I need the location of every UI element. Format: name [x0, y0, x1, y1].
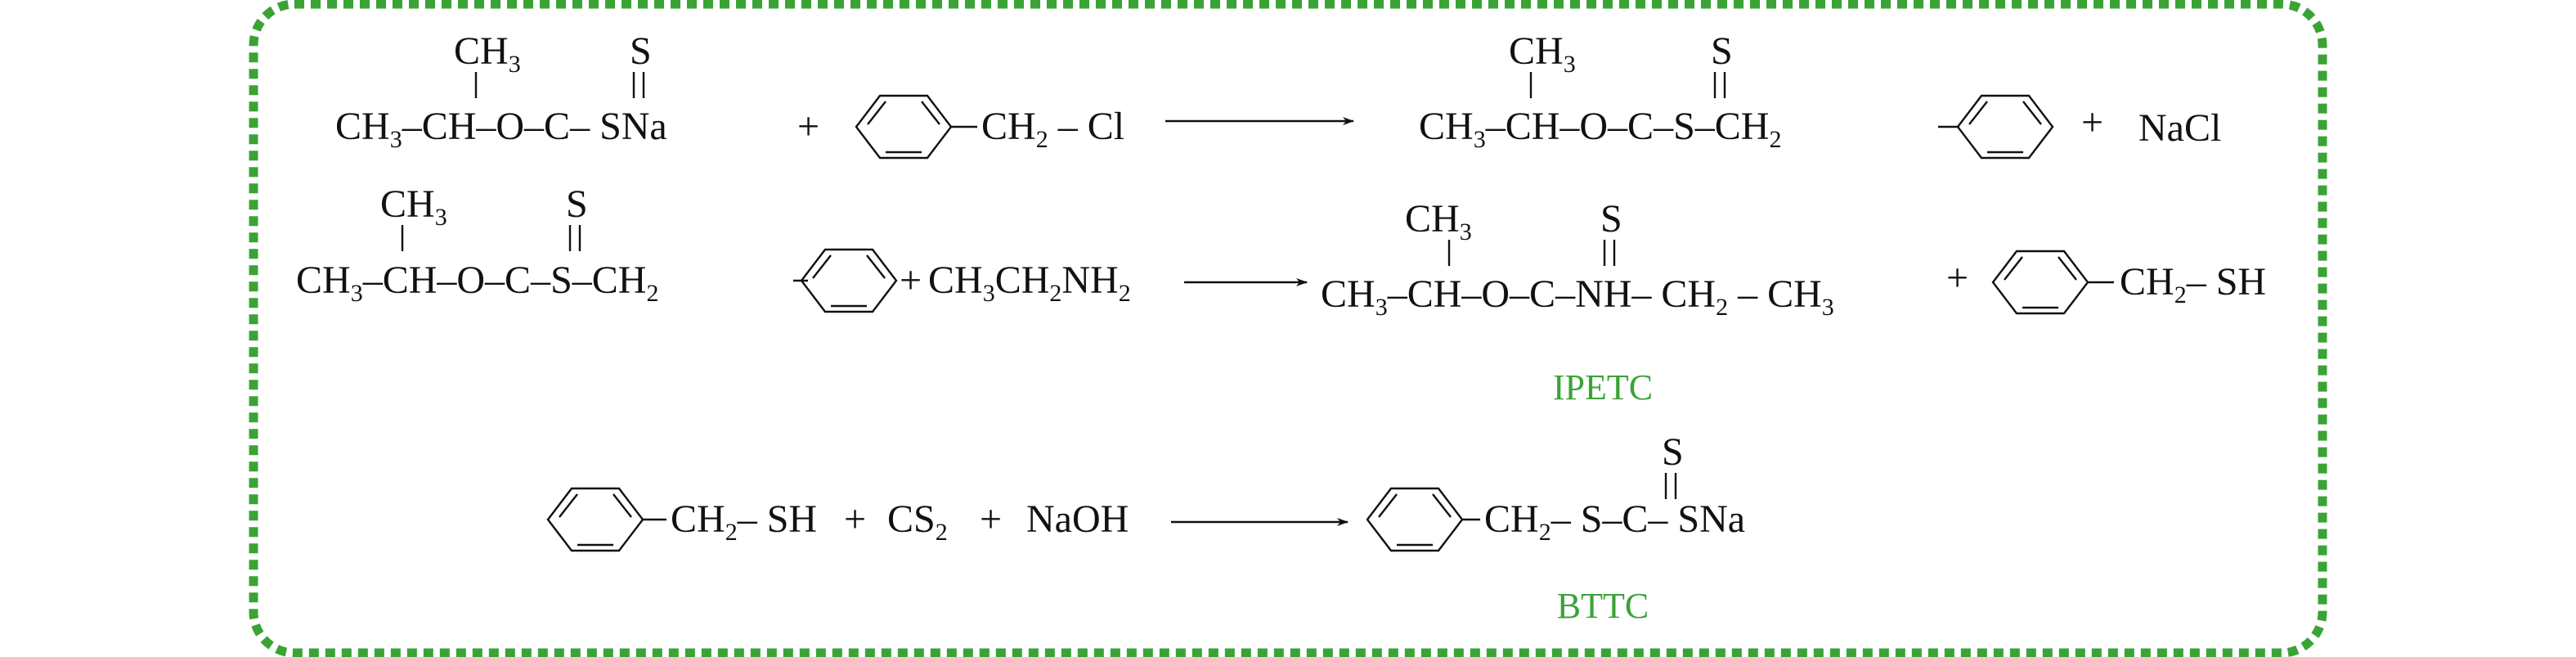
reaction-1-product-1: CH3 S CH3–CH–O–C–S–CH2 [1419, 29, 2054, 160]
branch-methyl: CH3 [380, 182, 447, 231]
benzene-ring-icon [1956, 94, 2054, 160]
svg-text:CH2– S–C– SNa: CH2– S–C– SNa [1484, 497, 1745, 546]
plus-sign: + [844, 497, 866, 541]
plus-sign: + [797, 105, 819, 148]
reaction-3-reactant-1: CH2– SH [546, 487, 817, 552]
reaction-2-reactant-2: CH3CH2NH2 [928, 259, 1131, 307]
svg-text:CH2– SH: CH2– SH [2120, 260, 2266, 308]
reaction-1-reactant-2: CH2 – Cl [855, 94, 1124, 160]
reaction-2: CH3 S CH3–CH–O–C–S–CH2 + CH3CH2NH2 CH3 S… [296, 182, 2266, 407]
thione-sulfur: S [630, 29, 652, 73]
thione-sulfur: S [1711, 29, 1733, 73]
svg-text:CH2– SH: CH2– SH [671, 497, 817, 546]
plus-sign: + [2081, 101, 2103, 144]
benzene-ring-icon [800, 248, 898, 313]
benzene-ring-icon [1991, 250, 2089, 315]
reaction-1: CH3 S CH3–CH–O–C– SNa + CH2 – Cl CH3 S C… [335, 29, 2221, 160]
branch-methyl: CH3 [1405, 197, 1472, 245]
reaction-1-product-2: NaCl [2138, 106, 2221, 150]
benzene-ring-icon [855, 94, 953, 160]
product-label-ipetc: IPETC [1553, 367, 1653, 407]
plus-sign: + [900, 259, 922, 302]
reaction-2-product-1: CH3 S CH3–CH–O–C–NH– CH2 – CH3 [1321, 197, 1834, 321]
plus-sign: + [1946, 256, 1968, 299]
product-label-bttc: BTTC [1557, 586, 1649, 626]
main-chain: CH3–CH–O–C– SNa [335, 105, 667, 153]
branch-methyl: CH3 [454, 29, 521, 78]
reaction-2-reactant-1: CH3 S CH3–CH–O–C–S–CH2 [296, 182, 898, 313]
thione-sulfur: S [1600, 197, 1622, 241]
reaction-3-reactant-2: CS2 [887, 497, 948, 546]
scheme-border [249, 0, 2327, 657]
reaction-2-product-2: CH2– SH [1991, 250, 2266, 315]
reaction-3: CH2– SH + CS2 + NaOH S CH2– S–C– SNa BTT… [546, 430, 1745, 626]
svg-text:CH2 – Cl: CH2 – Cl [981, 105, 1124, 153]
thione-sulfur: S [566, 182, 588, 226]
reaction-3-product: S CH2– S–C– SNa [1366, 430, 1745, 552]
benzene-ring-icon [1366, 487, 1464, 552]
thione-sulfur: S [1662, 430, 1684, 474]
reaction-1-reactant-1: CH3 S CH3–CH–O–C– SNa [335, 29, 667, 153]
main-chain: CH3–CH–O–C–S–CH2 [296, 259, 658, 307]
benzene-ring-icon [546, 487, 644, 552]
main-chain: CH3–CH–O–C–S–CH2 [1419, 105, 1781, 153]
main-chain: CH3–CH–O–C–NH– CH2 – CH3 [1321, 272, 1834, 321]
reaction-3-reactant-3: NaOH [1026, 497, 1129, 541]
plus-sign: + [980, 497, 1002, 541]
branch-methyl: CH3 [1509, 29, 1576, 78]
